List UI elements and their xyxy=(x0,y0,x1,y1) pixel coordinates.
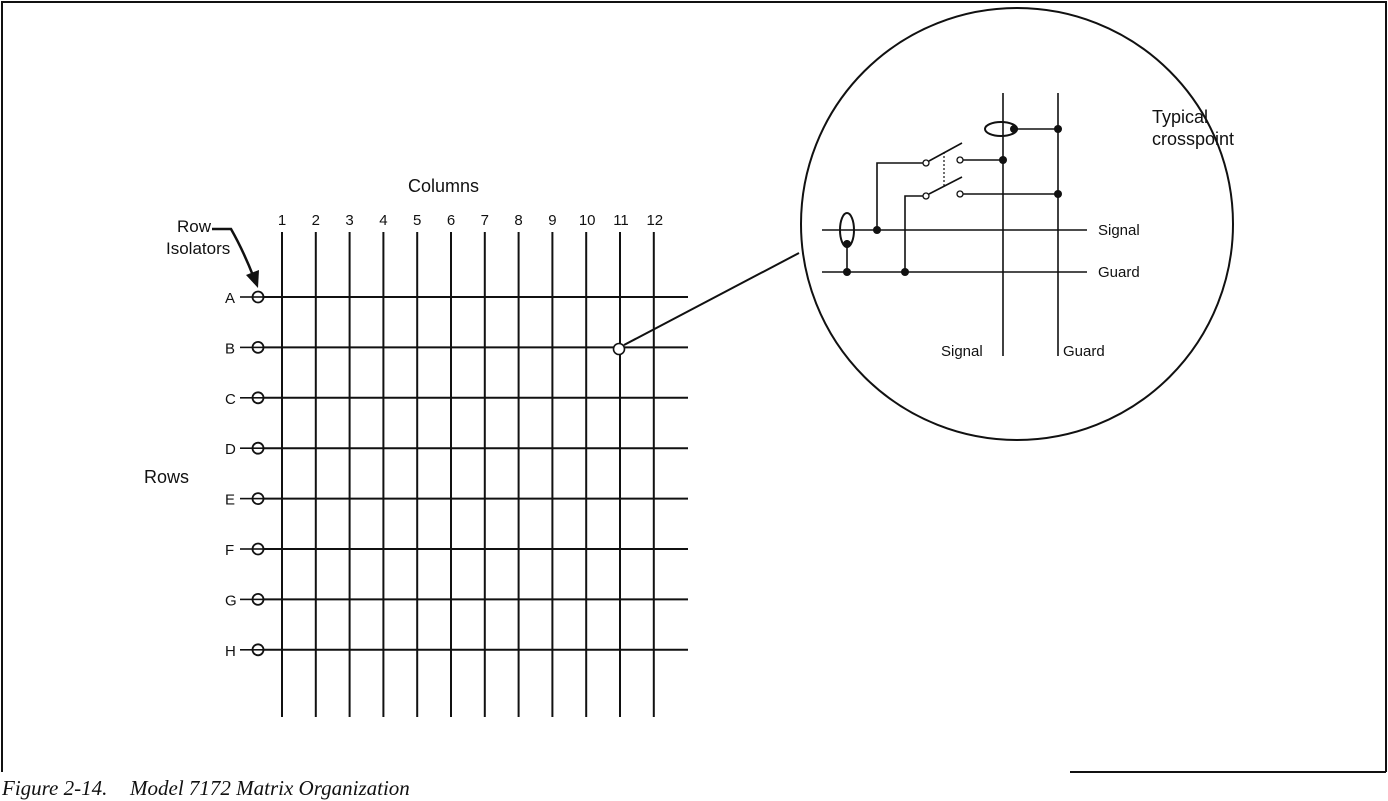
row-isolator-G xyxy=(251,593,265,606)
column-label-8: 8 xyxy=(514,212,522,229)
junction-dot xyxy=(873,226,881,234)
guard-relay-switch-arm xyxy=(928,176,963,195)
guard-relay-wire xyxy=(904,195,923,272)
junction-dot xyxy=(1054,125,1062,133)
relay-contact xyxy=(922,159,930,167)
row-label-G: G xyxy=(225,592,237,609)
detail-title-line2: crosspoint xyxy=(1152,129,1234,149)
column-label-4: 4 xyxy=(379,212,387,229)
detail-circle-outline xyxy=(800,7,1234,441)
column-label-1: 1 xyxy=(278,212,286,229)
row-label-H: H xyxy=(225,643,236,660)
row-isolators-label-line2: Isolators xyxy=(166,239,230,258)
detail-column-guard-label: Guard xyxy=(1063,343,1105,360)
column-label-7: 7 xyxy=(481,212,489,229)
junction-dot xyxy=(843,240,851,248)
column-label-5: 5 xyxy=(413,212,421,229)
detail-title-line1: Typical xyxy=(1152,107,1208,127)
signal-relay-switch-arm xyxy=(928,142,963,162)
column-label-12: 12 xyxy=(646,212,663,229)
row-isolator-D xyxy=(251,441,265,455)
row-label-F: F xyxy=(225,542,234,559)
row-label-D: D xyxy=(225,441,236,458)
junction-dot xyxy=(999,156,1007,164)
relay-contact xyxy=(922,192,930,200)
rows-label: Rows xyxy=(144,467,189,487)
junction-dot xyxy=(901,268,909,276)
detail-column-signal-label: Signal xyxy=(941,343,983,360)
highlighted-crosspoint-marker xyxy=(612,342,626,356)
row-isolator-C xyxy=(251,391,265,405)
figure-title: Model 7172 Matrix Organization xyxy=(130,776,410,800)
junction-dot xyxy=(1054,190,1062,198)
figure-number: Figure 2-14. xyxy=(2,776,108,800)
row-isolator-E xyxy=(251,492,265,506)
crosspoint-detail: Typical crosspoint Signal Guard Signal G… xyxy=(800,7,1234,441)
columns-label: Columns xyxy=(408,176,479,196)
relay-contact xyxy=(956,190,964,198)
relay-contact xyxy=(956,156,964,164)
detail-row-signal-label: Signal xyxy=(1098,222,1140,239)
row-isolator-H xyxy=(251,643,265,657)
row-label-E: E xyxy=(225,492,235,509)
row-isolators-arrow xyxy=(212,227,259,288)
figure-frame xyxy=(1,1,1387,772)
column-label-10: 10 xyxy=(579,212,596,229)
column-label-3: 3 xyxy=(345,212,353,229)
crosspoint-leader-line xyxy=(623,252,800,346)
junction-dot xyxy=(843,268,851,276)
column-lines xyxy=(281,232,655,717)
signal-relay-wire xyxy=(876,162,923,230)
figure-caption: Figure 2-14. Model 7172 Matrix Organizati… xyxy=(2,776,410,801)
row-label-A: A xyxy=(225,290,235,307)
row-label-B: B xyxy=(225,340,235,357)
column-label-6: 6 xyxy=(447,212,455,229)
row-label-C: C xyxy=(225,391,236,408)
row-labels: A B C D E F G H xyxy=(225,290,237,660)
row-isolators xyxy=(240,290,265,657)
junction-dot xyxy=(1010,125,1018,133)
column-label-2: 2 xyxy=(312,212,320,229)
column-label-9: 9 xyxy=(548,212,556,229)
row-isolator-F xyxy=(251,542,265,556)
detail-row-guard-label: Guard xyxy=(1098,264,1140,281)
row-isolator-B xyxy=(251,340,265,354)
row-isolator-A xyxy=(251,290,265,304)
row-isolators-label-line1: Row xyxy=(177,217,212,236)
column-label-11: 11 xyxy=(613,212,629,229)
